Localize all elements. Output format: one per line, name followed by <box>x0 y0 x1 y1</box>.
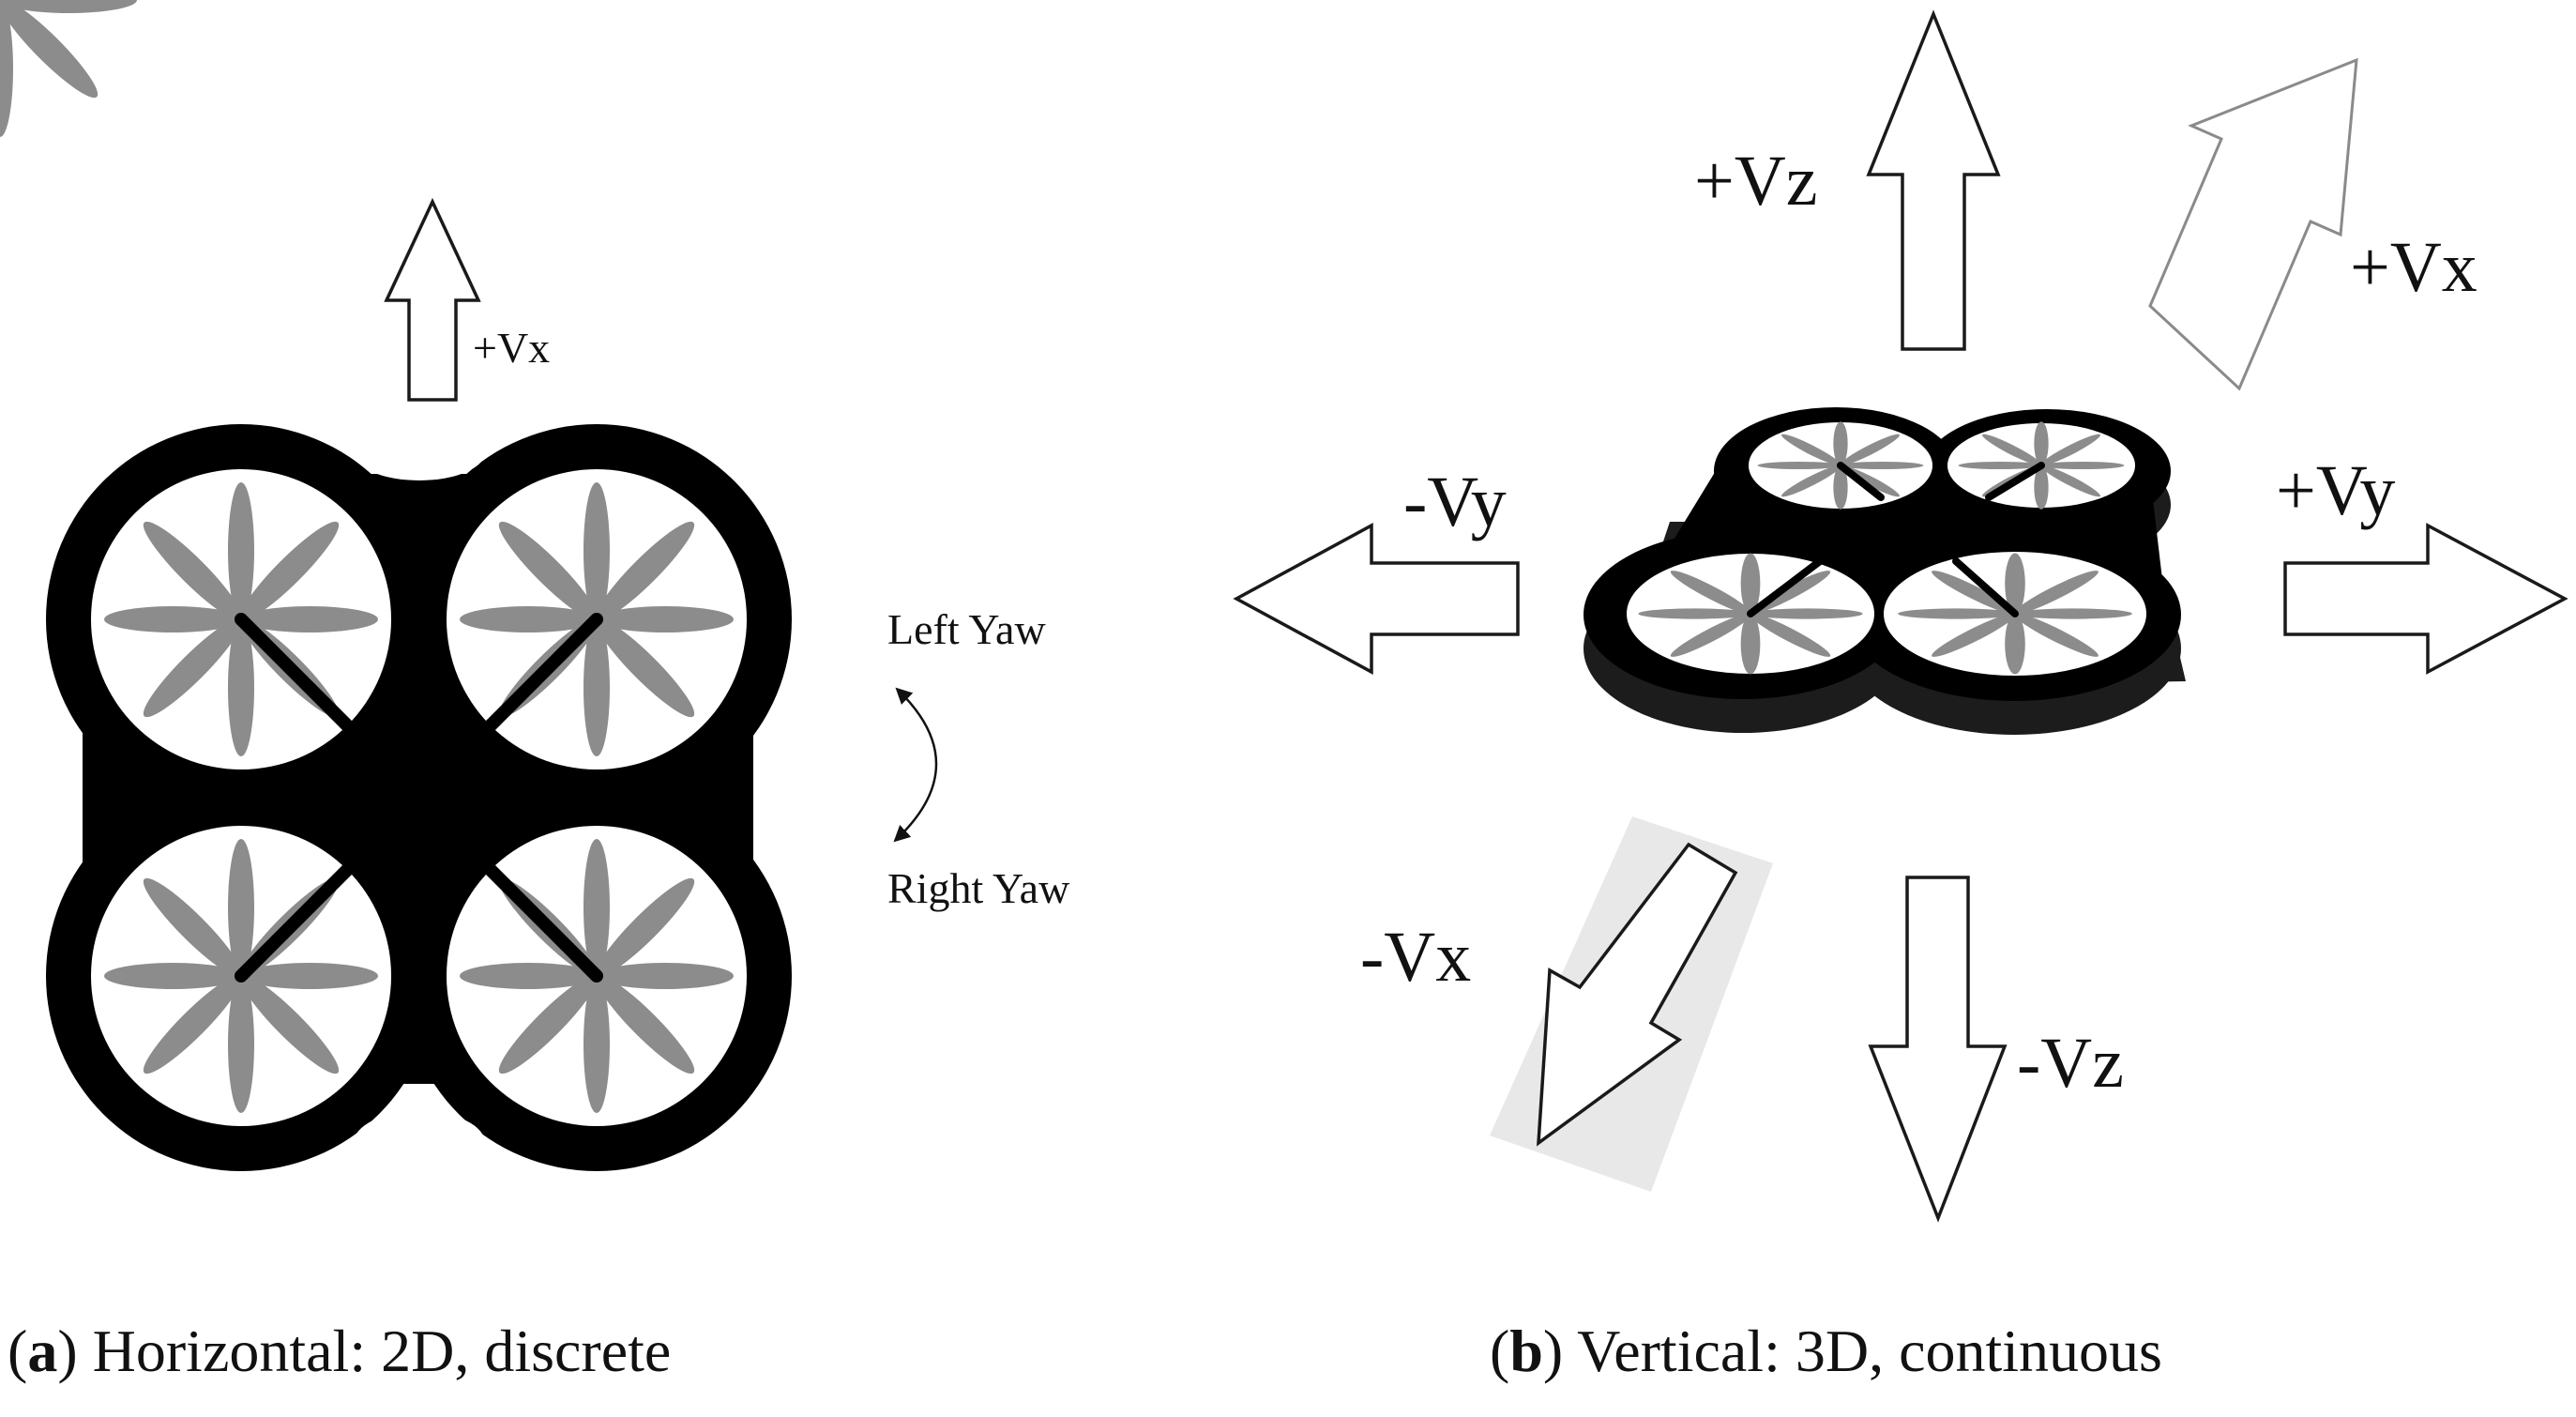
minus-vx-label: -Vx <box>1360 918 1471 997</box>
caption-a-paren: ( <box>8 1318 28 1384</box>
plus-vz-label: +Vz <box>1694 142 1817 221</box>
plus-vy-arrow-icon <box>2283 523 2568 675</box>
plus-vx-label: +Vx <box>2350 228 2478 307</box>
minus-vz-arrow-icon <box>1868 876 2008 1223</box>
caption-b-letter: b <box>1509 1318 1543 1384</box>
caption-a-text: ) Horizontal: 2D, discrete <box>57 1318 672 1384</box>
quadcopter-top-view-icon <box>0 0 792 1175</box>
plus-vx-label: +Vx <box>473 324 550 372</box>
caption-b-paren: ( <box>1490 1318 1510 1384</box>
left-yaw-label: Left Yaw <box>887 605 1046 653</box>
plus-vy-label: +Vy <box>2276 451 2395 530</box>
caption-a: (a) Horizontal: 2D, discrete <box>8 1321 671 1381</box>
caption-b-text: ) Vertical: 3D, continuous <box>1542 1318 2162 1384</box>
panel-b: +Vz +Vx -Vy +Vy -Vx -Vz <box>0 0 2568 1223</box>
right-yaw-label: Right Yaw <box>887 864 1070 912</box>
curved-double-arrow-icon <box>893 687 938 843</box>
plus-vx-arrow-icon <box>2148 57 2358 391</box>
minus-vy-arrow-icon <box>1233 523 1520 675</box>
panel-a: +Vx <box>0 0 1070 1175</box>
plus-vz-arrow-icon <box>1866 9 2001 351</box>
minus-vx-arrow-icon <box>1490 816 1773 1192</box>
minus-vy-label: -Vy <box>1403 463 1507 541</box>
plus-vx-arrow-icon <box>384 197 481 402</box>
minus-vz-label: -Vz <box>2017 1024 2124 1103</box>
caption-b: (b) Vertical: 3D, continuous <box>1490 1321 2162 1381</box>
quadcopter-perspective-icon <box>0 0 2186 735</box>
caption-a-letter: a <box>27 1318 58 1384</box>
